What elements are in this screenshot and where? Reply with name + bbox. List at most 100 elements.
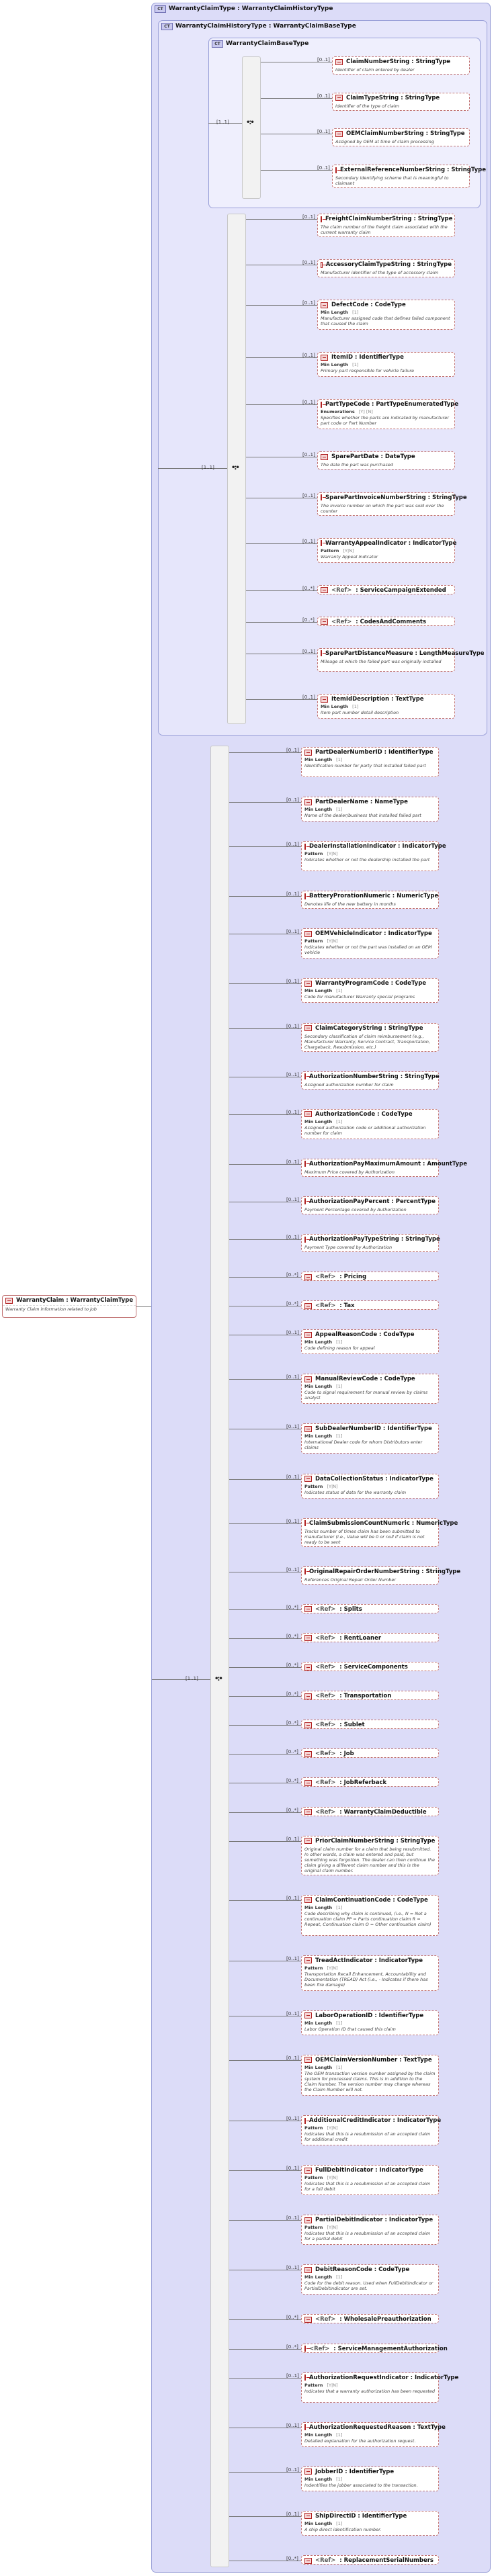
element-doc: Manufacturer identifier of the type of a… (321, 270, 439, 276)
element-doc: Maximum Price covered by Authorization (304, 1169, 395, 1175)
element-icon (304, 1838, 312, 1845)
element-box[interactable]: SparePartDistanceMeasure : LengthMeasure… (317, 648, 485, 672)
element-title: <Ref>: Pricing (302, 1272, 438, 1282)
element-doc: Warranty Appeal Indicator (321, 553, 378, 560)
element-box[interactable]: AuthorizationPayMaximumAmount : AmountTy… (301, 1158, 467, 1177)
element-name: AuthorizationPayMaximumAmount : AmountTy… (309, 1160, 467, 1167)
element-occurrence: [0..1] (317, 57, 330, 62)
element-box[interactable]: SparePartInvoiceNumberString : StringTyp… (317, 492, 467, 516)
facet-value: [1] (352, 704, 359, 709)
element-ref[interactable]: <Ref>: ReplacementSerialNumbers (301, 2555, 439, 2565)
element-occurrence: [0..*] (286, 1272, 298, 1278)
element-icon (304, 2117, 310, 2124)
element-ref[interactable]: <Ref>: WarrantyClaimDeductible (301, 1806, 439, 1816)
element-ref[interactable]: <Ref>: Job (301, 1748, 439, 1759)
element-box[interactable]: ExternalReferenceNumberString : StringTy… (332, 165, 486, 188)
element-ref[interactable]: <Ref>: JobReferback (301, 1777, 439, 1787)
element-box[interactable]: ClaimSubmissionCountNumeric : NumericTyp… (301, 1517, 458, 1547)
element-doc: Specifies whether the parts are indicate… (321, 415, 449, 427)
element-icon (304, 1897, 312, 1904)
element-name: : Splits (339, 1605, 362, 1613)
element-box[interactable]: AuthorizationRequestIndicator : Indicato… (301, 2372, 458, 2403)
element-occurrence: [0..1] (286, 1424, 299, 1430)
element-title: OEMVehicleIndicator : IndicatorType (302, 929, 438, 938)
facet-value: [1] (336, 1384, 343, 1390)
facet-label: Pattern (304, 851, 323, 857)
element-box[interactable]: DealerInstallationIndicator : IndicatorT… (301, 841, 446, 872)
element-ref[interactable]: <Ref>: ServiceComponents (301, 1662, 439, 1672)
facet-label: Min Length (304, 1433, 333, 1439)
element-ref[interactable]: <Ref>: Tax (301, 1300, 439, 1311)
facet-label: Min Length (304, 1118, 333, 1124)
element-facet: Min Length[1] (302, 1339, 438, 1345)
root-element[interactable]: WarrantyClaim : WarrantyClaimType Warran… (2, 1295, 136, 1318)
element-ref[interactable]: <Ref>: WholesalePreauthorization (301, 2314, 439, 2324)
element-name: : ReplacementSerialNumbers (339, 2557, 434, 2564)
element-ref[interactable]: <Ref>: RentLoaner (301, 1632, 439, 1642)
connector-line (229, 752, 301, 753)
element-doc: Indentifies the jobber associated to the… (304, 2482, 418, 2488)
element-box[interactable]: AdditionalCreditIndicator : IndicatorTyp… (301, 2115, 441, 2146)
element-ref[interactable]: <Ref>: Transportation (301, 1691, 439, 1701)
element-occurrence: [0..1] (286, 1955, 299, 1961)
connector-line (246, 357, 317, 359)
element-name: OEMClaimVersionNumber : TextType (315, 2056, 432, 2063)
element-ref[interactable]: <Ref>: ServiceCampaignExtended (317, 584, 455, 594)
element-icon (304, 1198, 311, 1205)
element-occurrence: [0..1] (286, 1895, 299, 1901)
facet-value: [Y|N] (327, 2225, 338, 2231)
connector-line (229, 1725, 301, 1726)
element-occurrence: [0..1] (302, 300, 315, 306)
element-occurrence: [0..1] (286, 2422, 299, 2428)
element-ref[interactable]: <Ref>: Pricing (301, 1272, 439, 1282)
element-box[interactable]: OriginalRepairOrderNumberString : String… (301, 1566, 460, 1585)
element-occurrence: [0..1] (286, 1023, 299, 1029)
element-ref[interactable]: <Ref>: Splits (301, 1603, 439, 1613)
element-ref[interactable]: <Ref>: CodesAndComments (317, 616, 455, 626)
connector-line (246, 543, 317, 544)
element-ref[interactable]: <Ref>: Sublet (301, 1720, 439, 1730)
element-title: LaborOperationID : IdentifierType (302, 2011, 438, 2020)
element-ref[interactable]: <Ref>: ServiceManagementAuthorization (301, 2343, 448, 2353)
element-occurrence: [0..*] (302, 617, 315, 623)
element-occurrence: [0..1] (286, 1518, 299, 1524)
element-facet: Min Length[1] (302, 2477, 438, 2482)
element-title: ManualReviewCode : CodeType (302, 1374, 438, 1384)
